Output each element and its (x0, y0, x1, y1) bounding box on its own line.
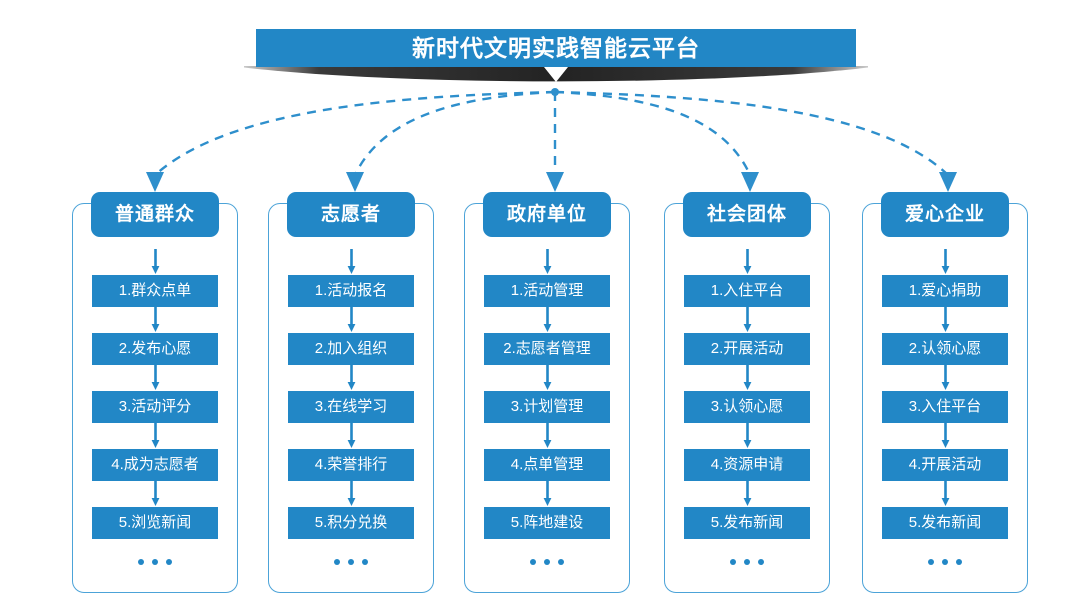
ellipsis-dot (152, 559, 158, 565)
ellipsis-dot (530, 559, 536, 565)
step-item[interactable]: 2.认领心愿 (882, 333, 1008, 365)
ellipsis-dot (758, 559, 764, 565)
step-item[interactable]: 2.加入组织 (288, 333, 414, 365)
step-arrow-down-icon (347, 307, 355, 332)
step-item[interactable]: 1.爱心捐助 (882, 275, 1008, 307)
role-column-1[interactable]: 普通群众 1.群众点单 2.发布心愿 3.活动评分 4.成为志愿者 5.浏览新闻 (72, 192, 238, 593)
step-item[interactable]: 5.积分兑换 (288, 507, 414, 539)
role-column-1-header[interactable]: 普通群众 (91, 192, 219, 237)
step-arrow-down-icon (941, 249, 949, 274)
step-arrow-down-icon (743, 365, 751, 390)
role-column-1-steps: 1.群众点单 2.发布心愿 3.活动评分 4.成为志愿者 5.浏览新闻 (73, 249, 237, 565)
step-arrow-down-icon (941, 307, 949, 332)
role-column-4[interactable]: 社会团体 1.入住平台 2.开展活动 3.认领心愿 4.资源申请 5.发布新闻 (664, 192, 830, 593)
role-column-4-header[interactable]: 社会团体 (683, 192, 811, 237)
step-arrow-down-icon (743, 307, 751, 332)
ellipsis-dot (138, 559, 144, 565)
connector-to-column-5 (554, 90, 949, 176)
step-arrow-down-icon (151, 249, 159, 274)
step-item[interactable]: 4.开展活动 (882, 449, 1008, 481)
step-arrow-down-icon (347, 481, 355, 506)
connector-arrowhead-1 (146, 172, 164, 192)
step-item[interactable]: 2.开展活动 (684, 333, 810, 365)
step-arrow-down-icon (543, 481, 551, 506)
step-item[interactable]: 1.群众点单 (92, 275, 218, 307)
more-items-ellipsis[interactable] (730, 559, 764, 565)
role-column-5[interactable]: 爱心企业 1.爱心捐助 2.认领心愿 3.入住平台 4.开展活动 5.发布新闻 (862, 192, 1028, 593)
connector-arrowhead-2 (346, 172, 364, 192)
ellipsis-dot (942, 559, 948, 565)
role-column-3-header[interactable]: 政府单位 (483, 192, 611, 237)
step-item[interactable]: 3.认领心愿 (684, 391, 810, 423)
connector-to-column-1 (154, 90, 556, 176)
role-column-4-steps: 1.入住平台 2.开展活动 3.认领心愿 4.资源申请 5.发布新闻 (665, 249, 829, 565)
step-item[interactable]: 5.浏览新闻 (92, 507, 218, 539)
role-column-5-header[interactable]: 爱心企业 (881, 192, 1009, 237)
step-item[interactable]: 3.入住平台 (882, 391, 1008, 423)
more-items-ellipsis[interactable] (138, 559, 172, 565)
step-arrow-down-icon (743, 249, 751, 274)
connector-arrowhead-3 (546, 172, 564, 192)
step-item[interactable]: 4.资源申请 (684, 449, 810, 481)
step-item[interactable]: 2.发布心愿 (92, 333, 218, 365)
step-item[interactable]: 5.发布新闻 (882, 507, 1008, 539)
step-arrow-down-icon (151, 365, 159, 390)
step-item[interactable]: 3.活动评分 (92, 391, 218, 423)
step-item[interactable]: 4.荣誉排行 (288, 449, 414, 481)
step-arrow-down-icon (151, 481, 159, 506)
ellipsis-dot (558, 559, 564, 565)
step-item[interactable]: 4.点单管理 (484, 449, 610, 481)
step-arrow-down-icon (543, 423, 551, 448)
role-column-2-header[interactable]: 志愿者 (287, 192, 415, 237)
step-arrow-down-icon (743, 481, 751, 506)
ellipsis-dot (348, 559, 354, 565)
ellipsis-dot (334, 559, 340, 565)
step-arrow-down-icon (151, 423, 159, 448)
step-item[interactable]: 2.志愿者管理 (484, 333, 610, 365)
step-arrow-down-icon (347, 365, 355, 390)
more-items-ellipsis[interactable] (334, 559, 368, 565)
step-item[interactable]: 4.成为志愿者 (92, 449, 218, 481)
step-arrow-down-icon (941, 481, 949, 506)
connector-arrowhead-5 (939, 172, 957, 192)
step-item[interactable]: 1.活动管理 (484, 275, 610, 307)
step-arrow-down-icon (941, 423, 949, 448)
step-arrow-down-icon (941, 365, 949, 390)
step-arrow-down-icon (743, 423, 751, 448)
step-arrow-down-icon (543, 249, 551, 274)
ellipsis-dot (362, 559, 368, 565)
role-column-3[interactable]: 政府单位 1.活动管理 2.志愿者管理 3.计划管理 4.点单管理 5.阵地建设 (464, 192, 630, 593)
ellipsis-dot (166, 559, 172, 565)
more-items-ellipsis[interactable] (928, 559, 962, 565)
ellipsis-dot (928, 559, 934, 565)
platform-title-banner: 新时代文明实践智能云平台 (256, 29, 856, 67)
connector-to-column-2 (353, 90, 556, 176)
role-column-2-steps: 1.活动报名 2.加入组织 3.在线学习 4.荣誉排行 5.积分兑换 (269, 249, 433, 565)
ellipsis-dot (744, 559, 750, 565)
banner-ribbon-shape (244, 66, 868, 82)
step-item[interactable]: 1.入住平台 (684, 275, 810, 307)
ellipsis-dot (544, 559, 550, 565)
step-item[interactable]: 5.阵地建设 (484, 507, 610, 539)
role-column-2[interactable]: 志愿者 1.活动报名 2.加入组织 3.在线学习 4.荣誉排行 5.积分兑换 (268, 192, 434, 593)
step-arrow-down-icon (347, 423, 355, 448)
ellipsis-dot (956, 559, 962, 565)
more-items-ellipsis[interactable] (530, 559, 564, 565)
step-arrow-down-icon (543, 365, 551, 390)
step-arrow-down-icon (347, 249, 355, 274)
role-column-5-steps: 1.爱心捐助 2.认领心愿 3.入住平台 4.开展活动 5.发布新闻 (863, 249, 1027, 565)
step-arrow-down-icon (543, 307, 551, 332)
ellipsis-dot (730, 559, 736, 565)
connector-arrowhead-4 (741, 172, 759, 192)
step-arrow-down-icon (151, 307, 159, 332)
role-column-3-steps: 1.活动管理 2.志愿者管理 3.计划管理 4.点单管理 5.阵地建设 (465, 249, 629, 565)
step-item[interactable]: 5.发布新闻 (684, 507, 810, 539)
platform-title: 新时代文明实践智能云平台 (412, 35, 700, 61)
connector-to-column-4 (554, 90, 752, 176)
step-item[interactable]: 1.活动报名 (288, 275, 414, 307)
step-item[interactable]: 3.在线学习 (288, 391, 414, 423)
step-item[interactable]: 3.计划管理 (484, 391, 610, 423)
